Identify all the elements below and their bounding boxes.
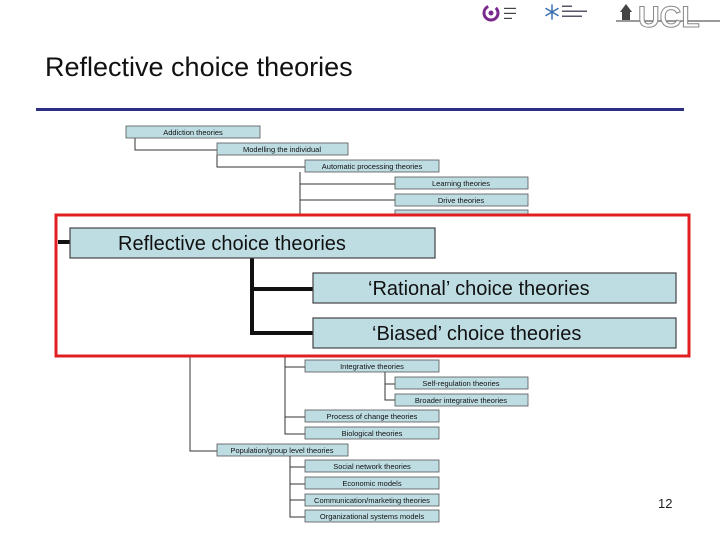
svg-text:Organizational systems models: Organizational systems models (320, 512, 424, 521)
node-economic: Economic models (304, 476, 440, 490)
svg-text:Drive theories: Drive theories (438, 196, 485, 205)
svg-text:Broader integrative theories: Broader integrative theories (415, 396, 507, 405)
svg-text:‘Biased’ choice theories: ‘Biased’ choice theories (372, 323, 581, 345)
node-reflective-large: Reflective choice theories (69, 227, 436, 259)
page-number: 12 (658, 496, 673, 511)
portico-icon (620, 4, 632, 20)
spiral-logo-icon (482, 4, 500, 22)
node-rational-large: ‘Rational’ choice theories (312, 272, 677, 304)
logo-b-caption: ▬▬▬▬▬▬▬▬▬▬▬ (562, 3, 587, 19)
node-biased-large: ‘Biased’ choice theories (312, 317, 677, 349)
node-automatic: Automatic processing theories (304, 159, 440, 173)
node-process-change: Process of change theories (304, 409, 440, 423)
svg-text:‘Rational’ choice theories: ‘Rational’ choice theories (368, 278, 590, 300)
node-modelling: Modelling the individual (216, 142, 349, 156)
slide-title: Reflective choice theories (45, 52, 353, 82)
node-organizational: Organizational systems models (304, 509, 440, 523)
node-drive: Drive theories (394, 193, 529, 207)
node-self-regulation: Self-regulation theories (394, 376, 529, 390)
node-addiction: Addiction theories (125, 125, 261, 139)
logo-a-caption: ▬▬▬▬▬▬▬▬ (504, 5, 516, 20)
ucl-logo: UCL (616, 1, 720, 30)
svg-text:Self-regulation theories: Self-regulation theories (422, 379, 499, 388)
svg-text:Economic models: Economic models (342, 479, 401, 488)
tree-nodes: Addiction theories Modelling the individ… (125, 125, 529, 523)
svg-text:Reflective choice theories: Reflective choice theories (118, 233, 346, 255)
svg-text:Social network theories: Social network theories (333, 462, 411, 471)
title-underline (36, 108, 684, 111)
ucl-wordmark: UCL (638, 1, 700, 30)
node-biological: Biological theories (304, 426, 440, 440)
svg-text:Addiction theories: Addiction theories (163, 128, 223, 137)
highlight-connectors (58, 240, 313, 335)
svg-text:Process of change theories: Process of change theories (327, 412, 418, 421)
highlight-panel: Reflective choice theories ‘Rational’ ch… (54, 213, 691, 358)
node-population: Population/group level theories (216, 443, 349, 457)
node-broader: Broader integrative theories (394, 393, 529, 407)
node-communication: Communication/marketing theories (304, 493, 440, 507)
tree-connectors (134, 138, 395, 518)
svg-text:Integrative theories: Integrative theories (340, 362, 404, 371)
svg-text:Automatic processing theories: Automatic processing theories (322, 162, 423, 171)
svg-text:Learning theories: Learning theories (432, 179, 490, 188)
svg-text:Communication/marketing theori: Communication/marketing theories (314, 496, 430, 505)
node-integrative: Integrative theories (304, 359, 440, 373)
svg-text:Modelling the individual: Modelling the individual (243, 145, 321, 154)
snowflake-logo-icon (545, 4, 559, 20)
svg-text:Biological theories: Biological theories (342, 429, 403, 438)
node-social-network: Social network theories (304, 459, 440, 473)
svg-text:Population/group level theorie: Population/group level theories (231, 446, 334, 455)
node-learning: Learning theories (394, 176, 529, 190)
logo-strip: ▬▬▬▬▬▬▬▬ ▬▬▬▬▬▬▬▬▬▬▬ UCL (478, 0, 720, 30)
